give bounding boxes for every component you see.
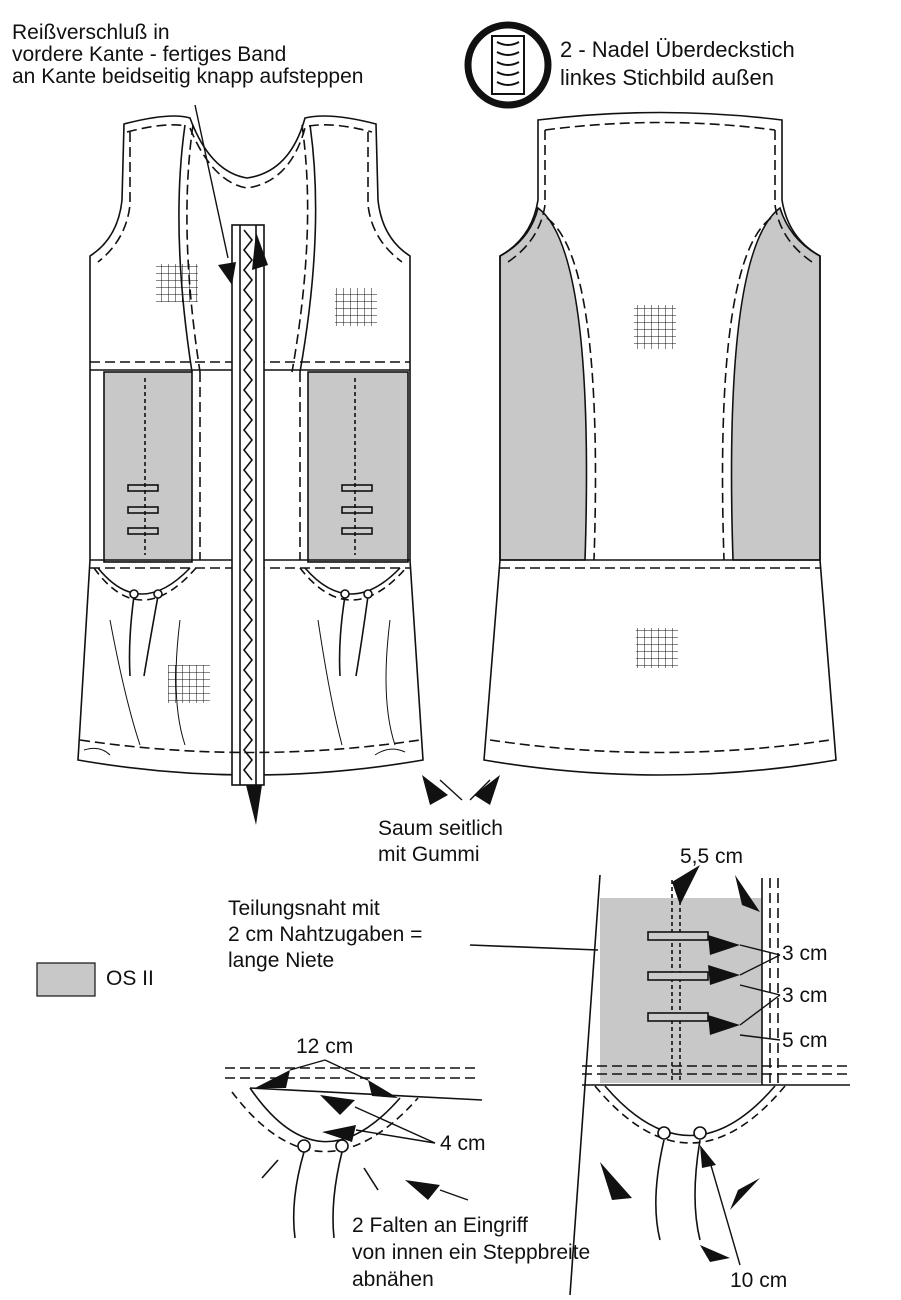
coverstitch-note: 2 - Nadel Überdeckstich linkes Stichbild… [560,36,795,92]
pocket-detail [225,1067,483,1239]
pocket-folds-note-line1: 2 Falten an Eingriff [352,1214,528,1237]
detail-pocket [604,1085,776,1137]
front-grid-marker-3 [168,665,210,703]
seam-detail [469,874,850,1296]
seam-note: Teilungsnaht mit 2 cm Nahtzugaben = lang… [228,896,422,974]
measure-drawstring: 10 cm [730,1269,788,1292]
zipper-note: Reißverschluß in vordere Kante - fertige… [12,22,363,88]
pocket-detail-arrows [255,1070,440,1200]
leader-lines [194,104,491,801]
seam-note-line2: 2 cm Nahtzugaben = [228,923,423,946]
measure-pocket-depth: 4 cm [440,1132,486,1155]
seam-note-line3: lange Niete [228,949,335,972]
back-grid-marker-2 [636,628,678,668]
hem-note-line1: Saum seitlich [378,817,503,840]
front-outline [77,115,424,776]
arrow-head-icon [218,232,500,825]
measure-rivet-gap-2: 3 cm [782,984,828,1007]
measure-rivet-gap-1: 3 cm [782,942,828,965]
legend-label: OS II [106,967,154,990]
measure-pocket-width: 12 cm [296,1035,354,1058]
seam-detail-arrows [600,865,760,1262]
front-zipper-teeth [242,229,254,781]
coverstitch-note-line1: 2 - Nadel Überdeckstich [560,37,795,62]
coverstitch-note-line2: linkes Stichbild außen [560,65,775,90]
pocket-folds-note-line3: abnähen [352,1268,434,1291]
seam-note-line1: Teilungsnaht mit [228,897,380,920]
zipper-note-line2: vordere Kante - fertiges Band [12,43,287,66]
detail-grey-panel [600,898,762,1083]
back-right-grey-panel [730,206,821,561]
pocket-folds-note: 2 Falten an Eingriff von innen ein Stepp… [352,1212,590,1293]
back-view [483,111,837,776]
legend-swatch [36,962,96,997]
hem-note: Saum seitlich mit Gummi [378,816,503,868]
coverstitch-icon [464,21,552,109]
zipper-note-line3: an Kante beidseitig knapp aufsteppen [12,65,364,88]
front-grid-marker-2 [335,288,377,326]
hem-note-line2: mit Gummi [378,843,480,866]
back-grid-marker-1 [634,305,676,349]
front-view [77,115,424,786]
measure-top-width: 5,5 cm [680,845,744,868]
front-grid-marker-1 [156,264,198,302]
back-outline [483,111,837,776]
back-left-grey-panel [499,206,588,561]
front-left-pocket [97,567,191,595]
zipper-note-line1: Reißverschluß in [12,21,170,44]
pocket-folds-note-line2: von innen ein Steppbreite [352,1241,591,1264]
pocket-detail-curve [249,1087,401,1143]
measure-rivet-gap-3: 5 cm [782,1029,828,1052]
front-right-pocket [304,567,401,595]
